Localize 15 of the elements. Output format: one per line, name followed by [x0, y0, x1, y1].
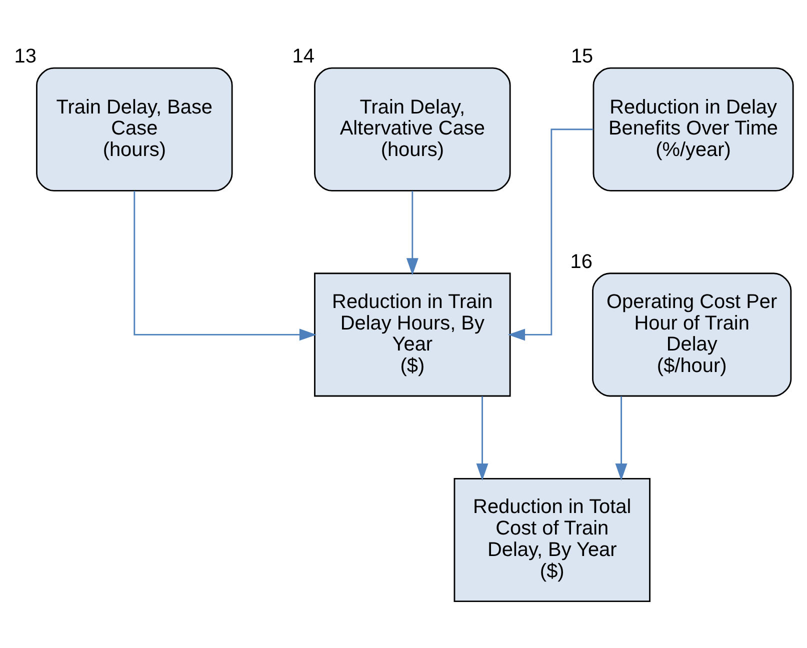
node-box: Train Delay, Altervative Case (hours): [314, 67, 511, 192]
arrow: [406, 190, 418, 276]
node-label: 13: [14, 46, 36, 68]
arrow: [134, 190, 317, 341]
node-box: Train Delay, Base Case (hours): [36, 67, 233, 192]
arrow: [615, 396, 628, 481]
node-box: Reduction in Total Cost of Train Delay, By Year ($): [454, 478, 650, 602]
node-box: Operating Cost Per Hour of Train Delay ($/hour): [592, 272, 792, 397]
node-label: 15: [570, 46, 594, 68]
arrow: [508, 128, 594, 341]
arrow: [476, 396, 488, 481]
node-label: 16: [570, 250, 592, 273]
node-box: Reduction in Delay Benefits Over Time (%/year): [592, 67, 794, 192]
node-label: 14: [292, 46, 314, 68]
node-box: Reduction in Train Delay Hours, By Year ($): [314, 272, 511, 397]
